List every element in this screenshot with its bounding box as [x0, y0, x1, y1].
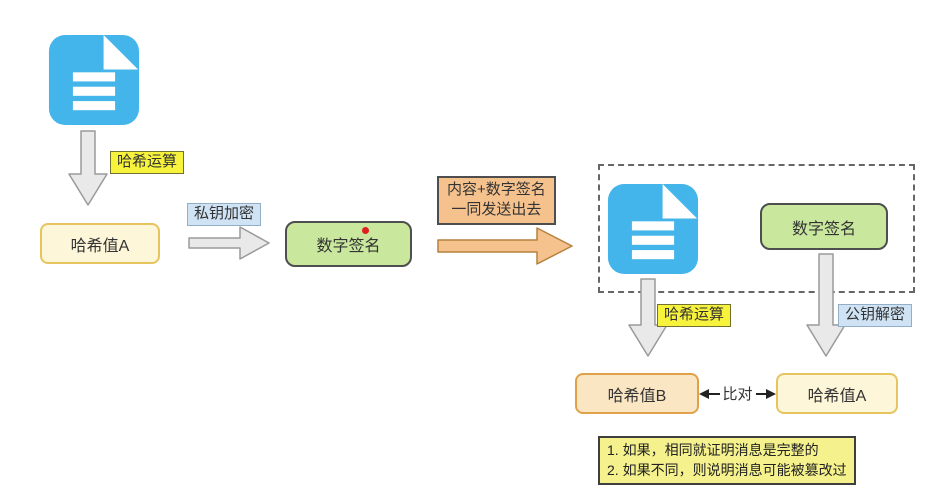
- right-arrow-icon: [188, 226, 270, 260]
- hash-value-b-box: 哈希值B: [575, 373, 699, 414]
- received-digital-signature-box: 数字签名: [760, 203, 888, 250]
- note-line2: 2. 如果不同，则说明消息可能被篡改过: [607, 462, 847, 479]
- down-arrow-icon: [68, 130, 108, 206]
- compare-label: 比对: [722, 386, 753, 403]
- right-arrowhead-icon: [766, 388, 777, 399]
- note-line1: 1. 如果，相同就证明消息是完整的: [607, 442, 819, 458]
- compare-connector: 比对: [699, 383, 777, 404]
- send-together-line2: 一同发送出去: [451, 201, 542, 219]
- send-together-label: 内容+数字签名 一同发送出去: [437, 176, 556, 225]
- hash-value-a-text: 哈希值A: [70, 237, 130, 255]
- orange-right-arrow-icon: [437, 227, 573, 265]
- decrypted-hash-value-a-box: 哈希值A: [776, 373, 898, 414]
- hash-value-a-box: 哈希值A: [40, 223, 160, 264]
- receiver-hash-operation-label: 哈希运算: [657, 304, 732, 327]
- comparison-result-note: 1. 如果，相同就证明消息是完整的 2. 如果不同，则说明消息可能被篡改过: [598, 436, 856, 485]
- decrypt-down-arrow-icon: [806, 253, 846, 357]
- hash-value-b-text: 哈希值B: [607, 387, 667, 405]
- pointer-dot: [362, 227, 369, 234]
- decrypted-hash-value-a-text: 哈希值A: [807, 387, 867, 405]
- public-key-decrypt-label: 公钥解密: [838, 304, 913, 327]
- received-digital-signature-text: 数字签名: [791, 220, 856, 238]
- digital-signature-text: 数字签名: [316, 238, 381, 255]
- received-content-frame: [598, 164, 915, 293]
- left-arrowhead-icon: [699, 388, 709, 399]
- receiver-hash-down-arrow-icon: [628, 278, 668, 357]
- private-key-encrypt-label: 私钥加密: [187, 203, 262, 226]
- digital-signature-box: 数字签名: [285, 221, 412, 267]
- received-document-icon: [607, 183, 699, 275]
- document-icon: [48, 34, 140, 126]
- send-together-line1: 内容+数字签名: [447, 181, 546, 198]
- hash-operation-label: 哈希运算: [110, 151, 185, 174]
